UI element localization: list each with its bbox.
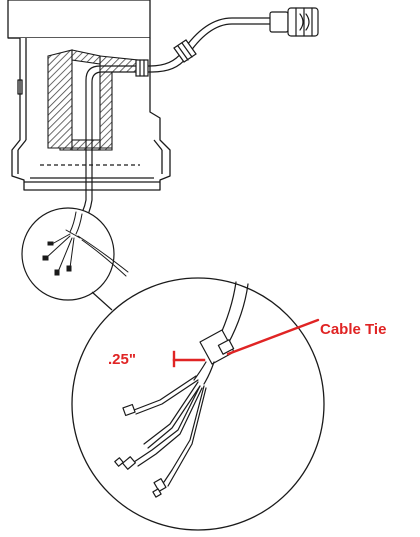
cable-gland [173, 39, 197, 63]
wire-connector [269, 7, 319, 37]
fixture-housing [7, 0, 171, 191]
main-cable-outer [85, 17, 271, 151]
cutaway-left-wall [47, 49, 73, 151]
wire-2 [143, 381, 199, 445]
cable-tie-leader [226, 318, 320, 356]
main-cable-inner [91, 23, 271, 151]
detail-circle-small [21, 207, 129, 301]
detail-circle-large [71, 277, 325, 531]
wire-1 [133, 375, 197, 411]
large-cable-right [227, 283, 249, 345]
cable-tie-collar [199, 329, 235, 365]
dimension-label: .25" [108, 351, 136, 368]
zoom-leader-line [91, 291, 113, 311]
wire-4 [163, 385, 205, 483]
fixture-top-cap [7, 0, 151, 39]
wire-3 [133, 385, 201, 463]
wire-terminals [114, 403, 167, 498]
cutaway-section [47, 49, 139, 151]
dimension-bracket [172, 350, 206, 368]
cable-tie-label: Cable Tie [320, 321, 386, 338]
cutaway-top-plate [71, 49, 101, 65]
